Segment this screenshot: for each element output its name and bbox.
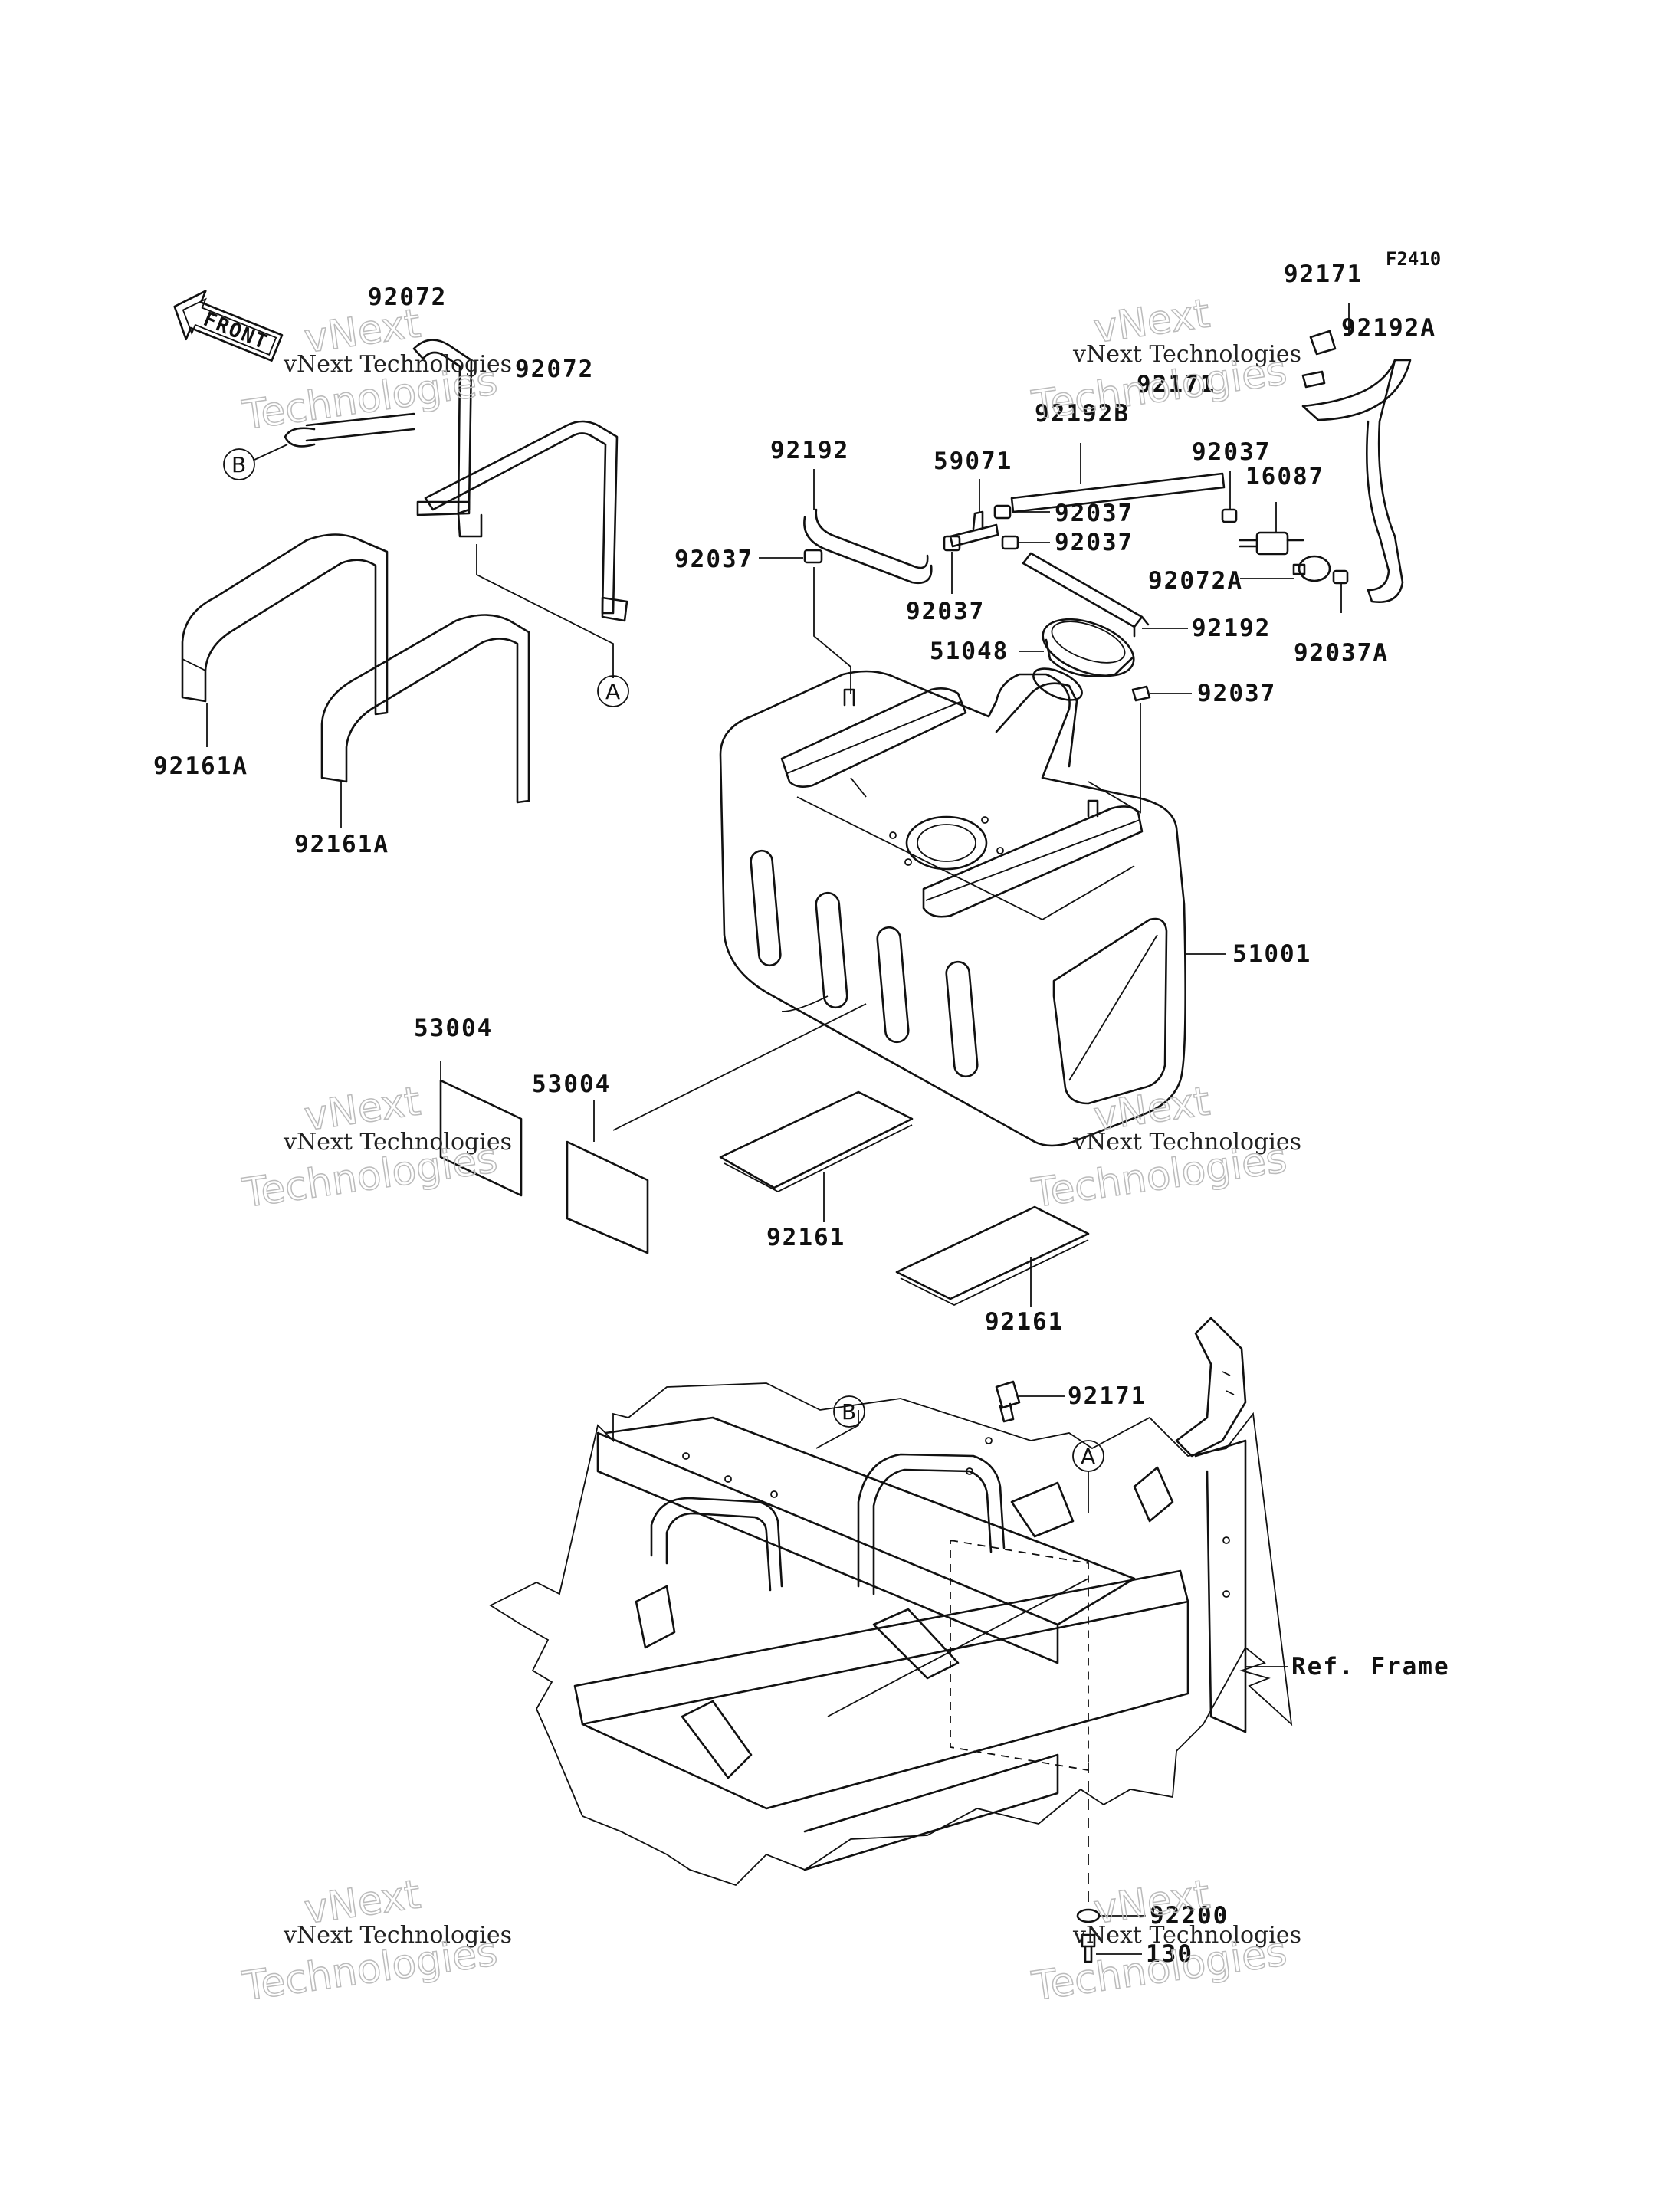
watermark-6: vNext Technologies vNext Technologies (1029, 1871, 1301, 2011)
label-53004-right (566, 1140, 649, 1254)
clamp-92171-top-icon (1301, 330, 1337, 389)
label-92171-mid: 92171 (1137, 371, 1216, 398)
label-92037-mid3: 92037 (906, 598, 985, 625)
joint-59071-icon (949, 510, 999, 548)
svg-text:B: B (231, 452, 246, 477)
svg-text:vNext Technologies: vNext Technologies (1072, 341, 1301, 368)
label-16087: 16087 (1245, 463, 1324, 490)
clamp-92171-frame-icon (995, 1380, 1021, 1423)
label-92072A: 92072A (1148, 567, 1243, 595)
washer-92200-icon (1076, 1908, 1101, 1923)
label-92161A-left: 92161A (153, 753, 248, 780)
hose-92192-left (803, 508, 933, 585)
label-92072-upper: 92072 (368, 284, 447, 311)
bolt-130-icon (1081, 1933, 1096, 1963)
label-92161-left: 92161 (766, 1224, 845, 1251)
front-arrow-icon: FRONT (173, 290, 284, 362)
clip-92037-mid1-icon (993, 504, 1012, 520)
clip-92037-lower-icon (1131, 685, 1151, 702)
pad-92161A-left (181, 533, 389, 716)
callout-a-frame: A (1072, 1440, 1104, 1513)
clip-92037-mid3-icon (943, 535, 961, 552)
label-53004-right: 53004 (532, 1071, 611, 1098)
figure-code: F2410 (1386, 248, 1441, 270)
frame-ref (489, 1317, 1293, 1887)
front-arrow-label: FRONT (200, 308, 271, 355)
label-92037-lower: 92037 (1197, 680, 1276, 707)
pad-92161-right (895, 1205, 1090, 1307)
label-92161A-right: 92161A (294, 831, 389, 858)
cap-51048 (1042, 618, 1135, 677)
bracket-92072-upper (284, 339, 483, 538)
clip-92037A-icon (1332, 569, 1349, 585)
bracket-92072-lower (424, 420, 628, 622)
label-ref-frame: Ref. Frame (1291, 1653, 1450, 1681)
label-92192-left: 92192 (770, 437, 849, 464)
filter-16087-icon (1239, 531, 1304, 556)
watermark-3: vNext Technologies vNext Technologies (239, 1078, 512, 1218)
clip-92037-left-icon (803, 549, 823, 564)
label-92037-mid2: 92037 (1055, 529, 1134, 556)
svg-text:vNext Technologies: vNext Technologies (283, 1129, 512, 1156)
label-92161-right: 92161 (985, 1308, 1064, 1336)
svg-text:A: A (1081, 1444, 1095, 1469)
label-92037A: 92037A (1294, 639, 1389, 667)
label-92037-mid1: 92037 (1055, 500, 1134, 527)
label-130: 130 (1146, 1940, 1193, 1968)
label-51048: 51048 (930, 638, 1009, 665)
pad-92161A-right (320, 614, 530, 804)
hose-92192A (1301, 359, 1412, 604)
label-92192A: 92192A (1341, 314, 1436, 342)
label-92192-right: 92192 (1192, 615, 1271, 642)
fuel-tank-51001 (719, 667, 1186, 1147)
callout-a-upper: A (597, 675, 629, 707)
svg-text:vNext Technologies: vNext Technologies (1072, 1129, 1301, 1156)
hose-92192B (1010, 472, 1226, 513)
callout-b-upper: B (223, 444, 288, 480)
clip-92037-mid2-icon (1001, 535, 1019, 550)
label-92200: 92200 (1150, 1902, 1229, 1930)
hose-92072A-icon (1292, 555, 1331, 582)
watermark-5: vNext Technologies vNext Technologies (239, 1871, 512, 2011)
callout-b-frame: B (833, 1395, 865, 1428)
label-51001: 51001 (1232, 940, 1311, 968)
label-92171-top: 92171 (1284, 261, 1363, 288)
hose-92192-right (1022, 552, 1150, 638)
svg-text:vNext Technologies: vNext Technologies (283, 1922, 512, 1949)
clip-92037-right-icon (1221, 508, 1238, 523)
svg-text:B: B (842, 1399, 856, 1425)
watermark-4: vNext Technologies vNext Technologies (1029, 1078, 1301, 1218)
watermark-2: vNext Technologies vNext Technologies (1029, 290, 1301, 430)
label-92171-frame: 92171 (1068, 1382, 1147, 1410)
label-92192B: 92192B (1035, 400, 1130, 428)
label-59071: 59071 (934, 448, 1012, 475)
label-92037-right: 92037 (1192, 438, 1271, 466)
label-92072-lower: 92072 (515, 356, 594, 383)
svg-text:vNext Technologies: vNext Technologies (283, 351, 512, 378)
label-53004-left (439, 1079, 523, 1197)
label-92037-left: 92037 (674, 546, 753, 573)
label-53004-left: 53004 (414, 1015, 493, 1042)
pad-92161-left (719, 1090, 914, 1193)
svg-text:A: A (605, 679, 620, 704)
svg-text:vNext Technologies: vNext Technologies (1072, 1922, 1301, 1949)
